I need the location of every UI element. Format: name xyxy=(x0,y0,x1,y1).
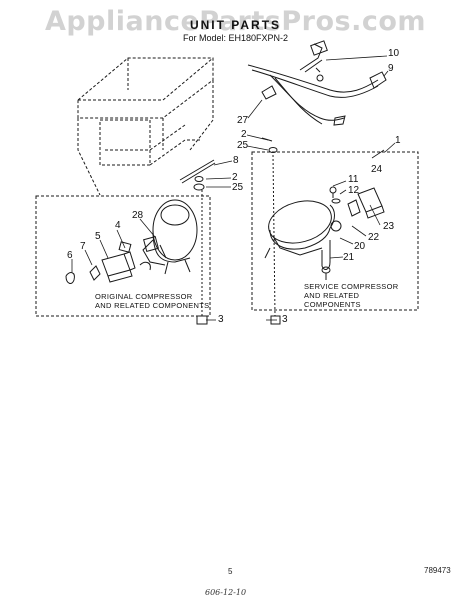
service-caption-line1: SERVICE COMPRESSOR xyxy=(304,282,399,291)
leader-lines xyxy=(71,55,389,321)
callout-2-top: 2 xyxy=(241,129,247,140)
original-caption-line1: ORIGINAL COMPRESSOR xyxy=(95,292,193,301)
model-number: For Model: EH180FXPN-2 xyxy=(182,33,289,43)
watermark: AppliancePartsPros.com xyxy=(44,6,427,37)
handwritten-note: 606-12-10 xyxy=(205,588,247,597)
callout-3-left: 3 xyxy=(218,314,224,325)
page-number: 5 xyxy=(228,567,233,576)
small-parts xyxy=(179,137,281,325)
callout-11: 11 xyxy=(348,174,359,185)
callout-5: 5 xyxy=(95,231,101,242)
service-relay-parts xyxy=(329,186,385,232)
callout-9: 9 xyxy=(388,63,394,74)
callout-21: 21 xyxy=(343,252,355,263)
wiring-harness xyxy=(247,40,387,126)
diagram-title: UNIT PARTS xyxy=(189,18,282,32)
callout-3-right: 3 xyxy=(282,314,288,325)
original-compressor-box xyxy=(35,195,211,317)
callout-25-mid: 25 xyxy=(232,182,244,193)
original-caption-line2: AND RELATED COMPONENTS xyxy=(95,301,210,310)
callout-25-top: 25 xyxy=(237,140,249,151)
service-caption-line2: AND RELATED xyxy=(304,291,360,300)
callout-22: 22 xyxy=(368,232,380,243)
callout-27: 27 xyxy=(237,115,249,126)
callout-7: 7 xyxy=(80,241,86,252)
callout-10: 10 xyxy=(388,48,400,59)
callout-8: 8 xyxy=(233,155,239,166)
service-compressor-box xyxy=(251,151,419,311)
cabinet-outline xyxy=(77,57,214,196)
service-caption-line3: COMPONENTS xyxy=(304,300,361,309)
callout-4: 4 xyxy=(115,220,121,231)
callout-2-mid: 2 xyxy=(232,172,238,183)
callout-6: 6 xyxy=(67,250,73,261)
callout-28: 28 xyxy=(132,210,144,221)
diagram-code: 789473 xyxy=(424,566,451,575)
original-compressor xyxy=(142,199,198,275)
callout-1: 1 xyxy=(395,135,401,146)
callout-20: 20 xyxy=(354,241,366,252)
relay-parts xyxy=(65,241,151,284)
callout-23: 23 xyxy=(383,221,395,232)
callout-24: 24 xyxy=(371,164,383,175)
callout-12: 12 xyxy=(348,185,360,196)
service-compressor xyxy=(264,200,335,280)
